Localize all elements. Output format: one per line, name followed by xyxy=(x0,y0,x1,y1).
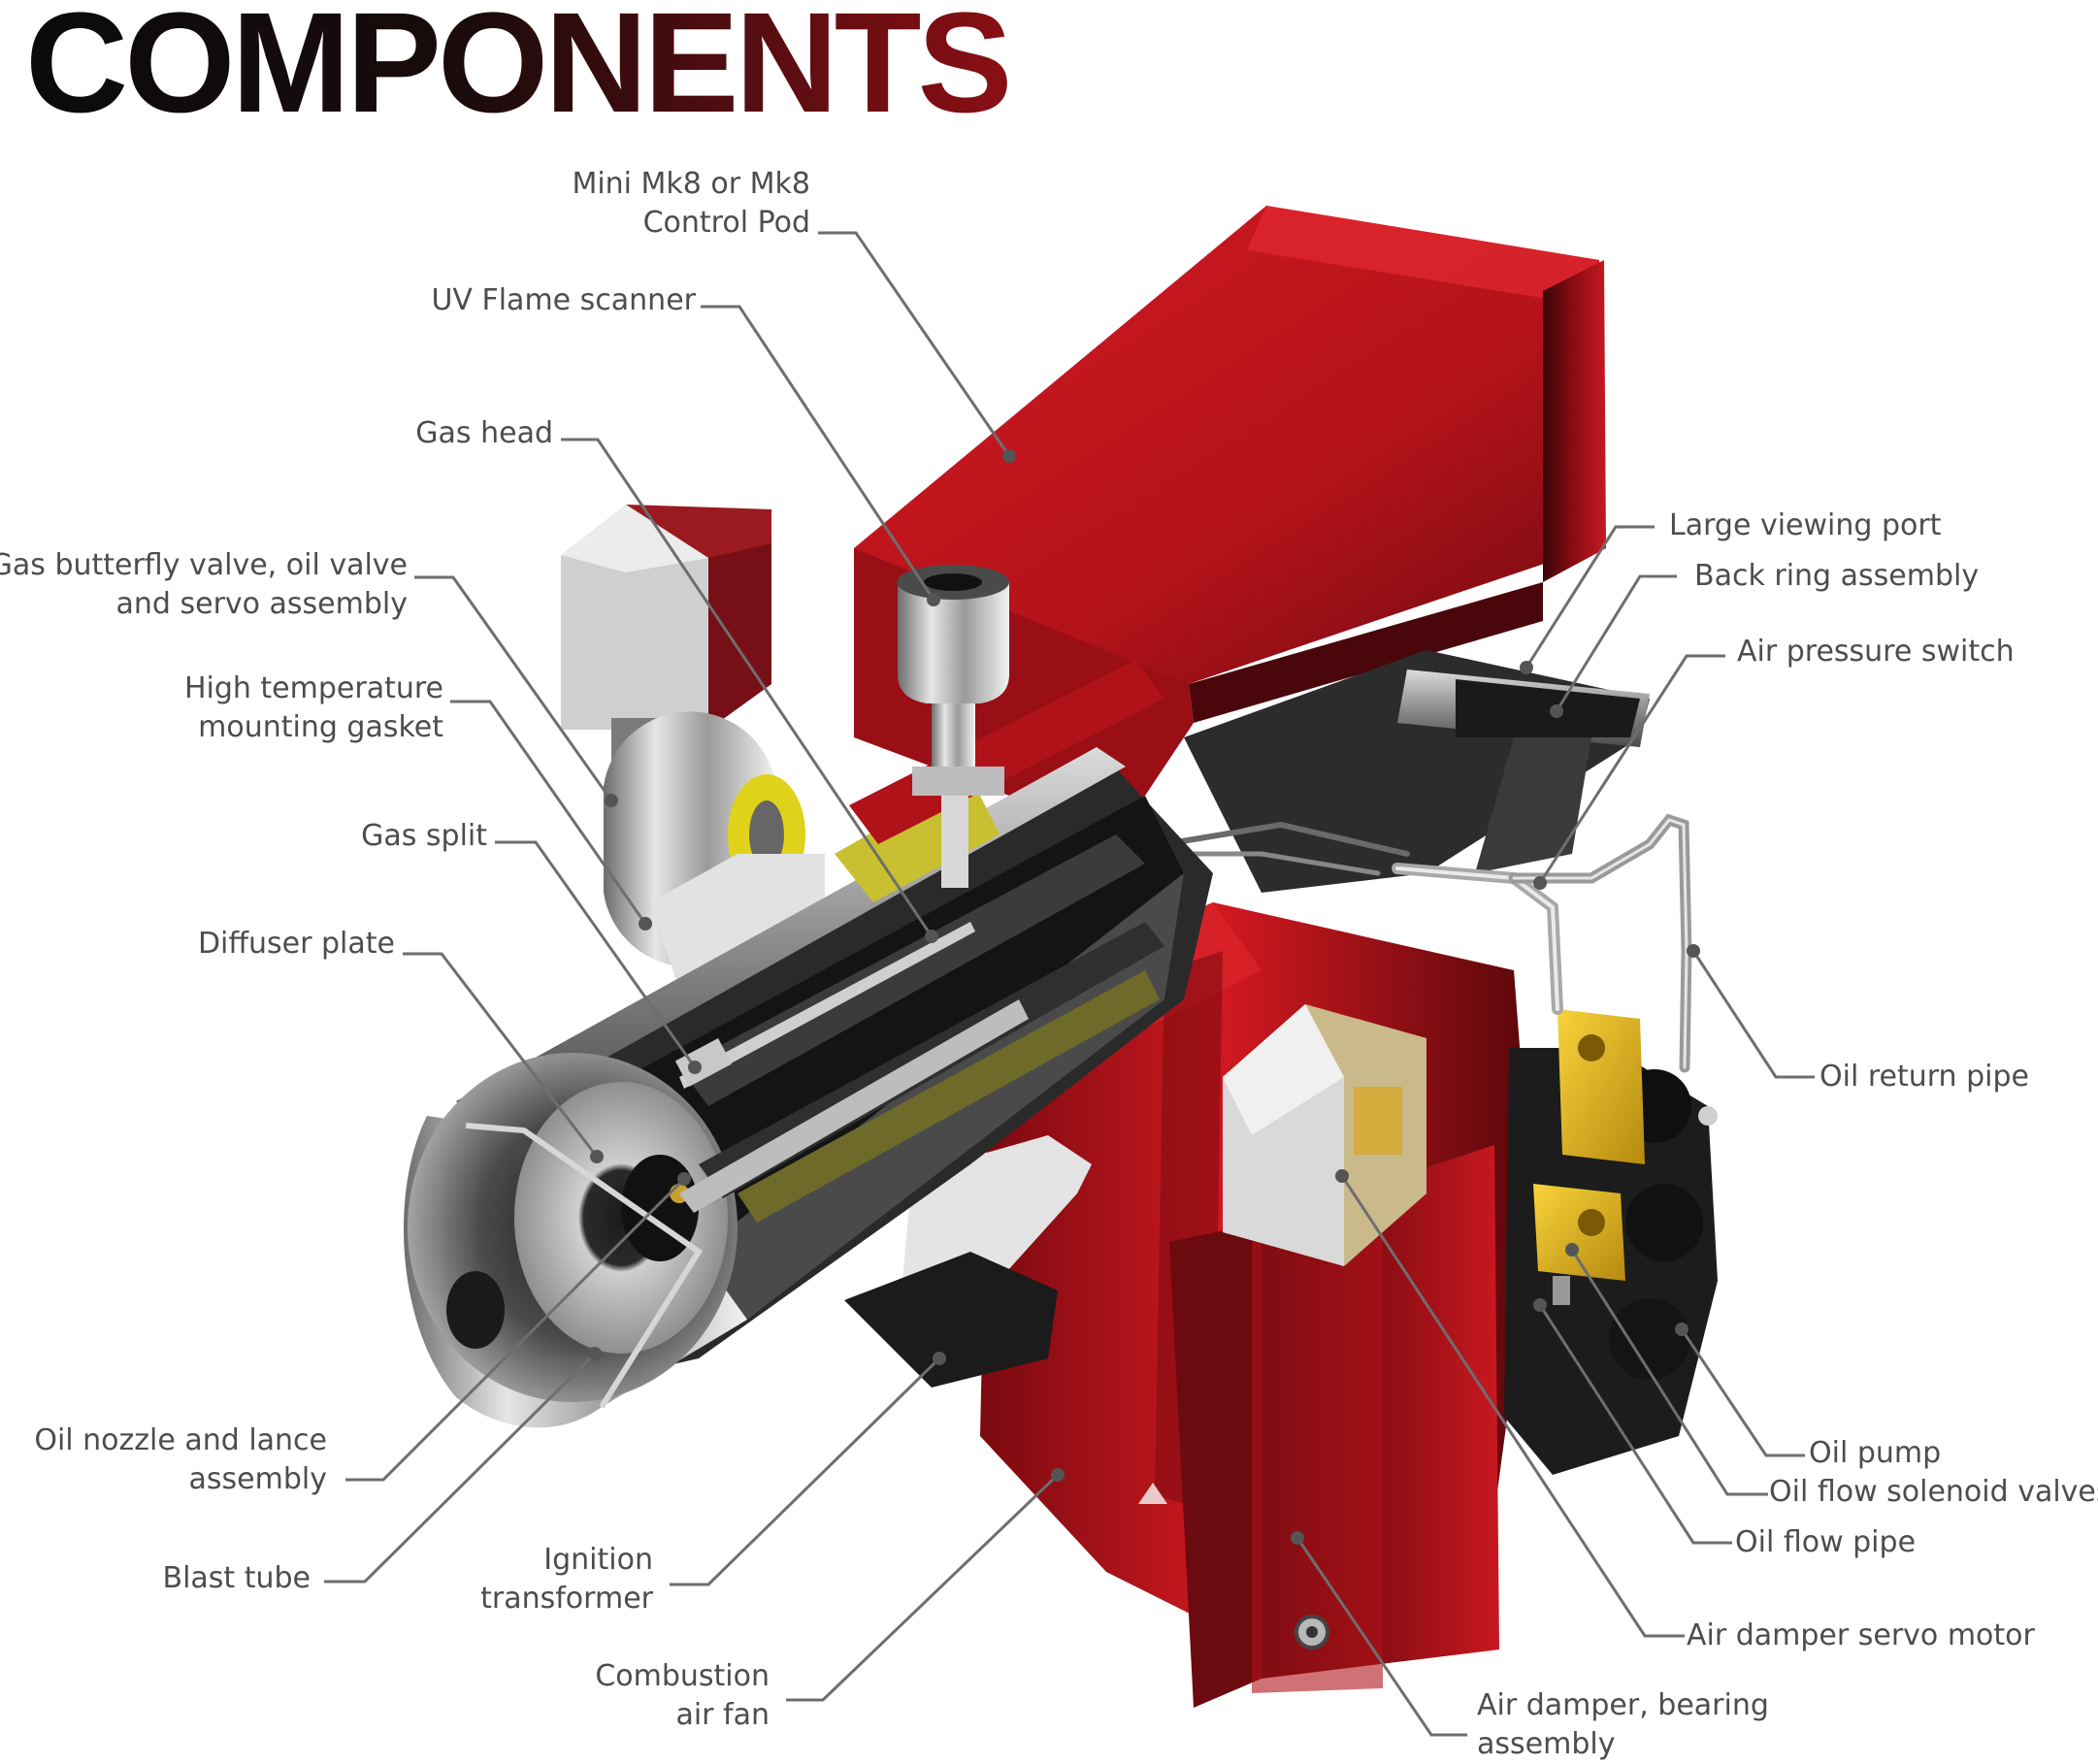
uv-flame-scanner xyxy=(897,565,1009,888)
leader-lines xyxy=(324,231,1815,1737)
oil-solenoid-valves xyxy=(1533,1009,1645,1305)
label-blast-tube: Blast tube xyxy=(162,1561,311,1595)
label-oil-pump: Oil pump xyxy=(1809,1436,1942,1470)
label-gas-split: Gas split xyxy=(361,819,487,853)
label-oil-flow-pipe: Oil flow pipe xyxy=(1735,1525,1917,1559)
label-gas-butterfly-valve: Gas butterfly valve, oil valve and servo… xyxy=(0,548,408,621)
label-oil-return-pipe: Oil return pipe xyxy=(1819,1060,2029,1094)
page-title: COMPONENTS xyxy=(25,0,1013,135)
gas-head-assembly xyxy=(674,660,1164,1223)
label-uv-flame-scanner: UV Flame scanner xyxy=(431,283,696,317)
label-diffuser-plate: Diffuser plate xyxy=(197,927,395,961)
label-air-pressure-switch: Air pressure switch xyxy=(1737,635,2015,669)
gas-butterfly-valve xyxy=(561,505,805,967)
label-air-damper-servo-motor: Air damper servo motor xyxy=(1687,1618,2035,1652)
label-air-damper-bearing: Air damper, bearing assembly xyxy=(1477,1688,1769,1761)
leader-endpoints xyxy=(588,449,1700,1545)
label-gas-head: Gas head xyxy=(415,416,553,450)
label-oil-solenoid-valves: Oil flow solenoid valves xyxy=(1769,1475,2098,1509)
label-mounting-gasket: High temperature mounting gasket xyxy=(183,671,443,744)
label-ignition-transformer: Ignition transformer xyxy=(480,1543,653,1616)
label-oil-nozzle-lance: Oil nozzle and lance assembly xyxy=(34,1423,327,1496)
air-damper-panel xyxy=(1169,1145,1499,1708)
label-combustion-air-fan: Combustion air fan xyxy=(595,1659,770,1732)
label-control-pod: Mini Mk8 or Mk8 Control Pod xyxy=(572,167,810,240)
label-back-ring-assembly: Back ring assembly xyxy=(1694,559,1980,593)
ignition-transformer xyxy=(844,1252,1058,1388)
air-damper-servo-motor xyxy=(1223,1004,1426,1266)
label-large-viewing-port: Large viewing port xyxy=(1669,508,1942,542)
